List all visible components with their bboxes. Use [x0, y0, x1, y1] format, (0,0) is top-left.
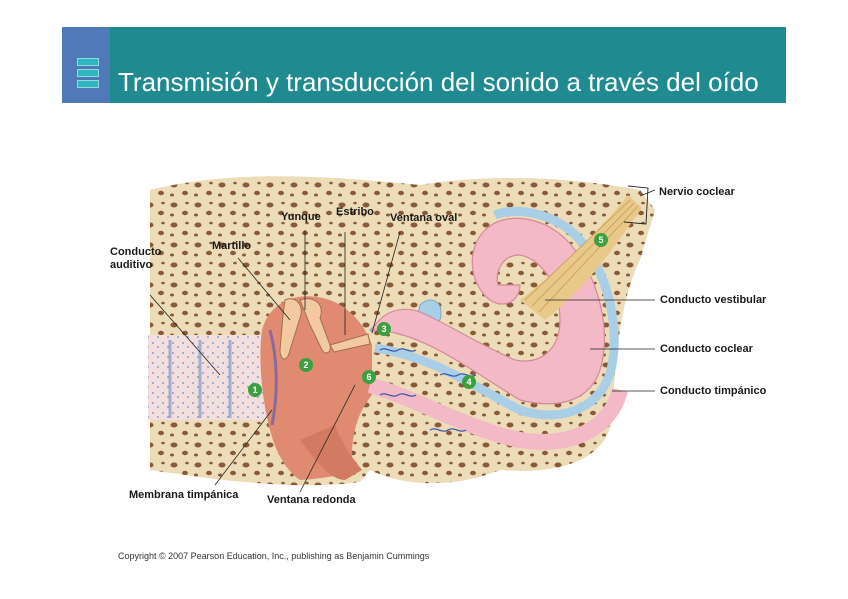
label-yunque: Yunque — [281, 211, 321, 223]
cochlea-tube — [370, 217, 605, 405]
label-conducto-timpanico: Conducto timpánico — [660, 385, 767, 397]
label-conducto-auditivo-line1: Conducto — [110, 246, 162, 258]
nerve-fibers — [524, 199, 639, 313]
label-conducto-vestibular: Conducto vestibular — [660, 294, 767, 306]
label-membrana-timpanica: Membrana timpánica — [129, 489, 239, 501]
tympanic-membrane — [268, 329, 278, 426]
label-ventana-oval: Ventana oval — [390, 212, 458, 224]
eustachian-tube — [300, 425, 362, 480]
step-badge-4: 4 — [462, 375, 476, 389]
label-conducto-auditivo-line2: auditivo — [110, 259, 153, 271]
label-ventana-redonda: Ventana redonda — [267, 494, 356, 506]
canal-stripes — [168, 340, 232, 418]
label-nervio-coclear: Nervio coclear — [659, 186, 735, 198]
step-badge-2: 2 — [299, 358, 313, 372]
stapes — [329, 333, 371, 353]
nerve-bracket — [623, 185, 649, 225]
title-bar: Transmisión y transducción del sonido a … — [62, 27, 786, 103]
step-badge-6: 6 — [362, 370, 376, 384]
copyright-notice: Copyright © 2007 Pearson Education, Inc.… — [118, 551, 430, 561]
step-badge-1: 1 — [248, 383, 262, 397]
label-martillo: Martillo — [212, 240, 252, 252]
leader-lines — [149, 189, 656, 493]
ear-canal — [148, 335, 272, 420]
step-badge-3: 3 — [377, 322, 391, 336]
label-estribo: Estribo — [336, 206, 374, 218]
label-conducto-coclear: Conducto coclear — [660, 343, 753, 355]
slide-title: Transmisión y transducción del sonido a … — [118, 67, 759, 97]
scala-tympani — [367, 377, 628, 450]
step-badge-5: 5 — [594, 233, 608, 247]
slide-bullet-icon — [77, 58, 99, 91]
